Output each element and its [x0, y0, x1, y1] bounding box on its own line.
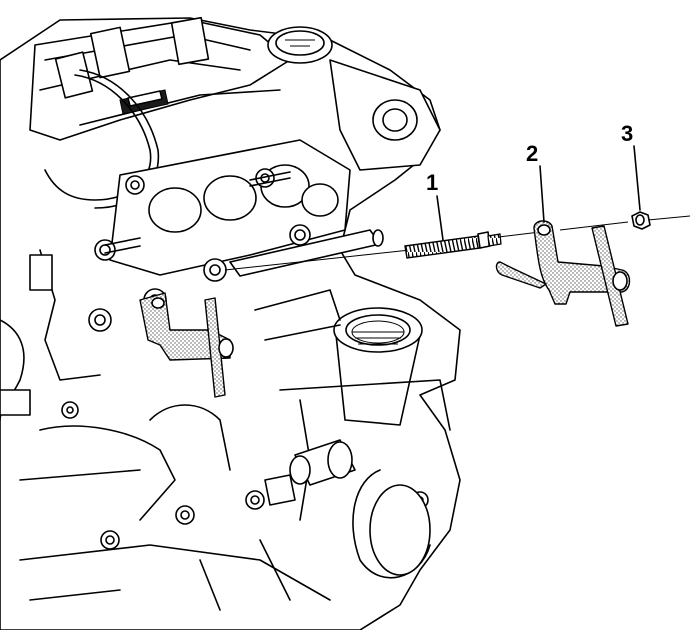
installed-bracket	[139, 292, 234, 398]
callout-3-leader	[633, 145, 641, 211]
thermostat-housing	[333, 307, 423, 426]
alignment-line	[224, 249, 411, 271]
callout-number-3: 3	[621, 121, 634, 146]
bracket	[495, 220, 631, 327]
callout-number-2: 2	[526, 141, 539, 166]
intake-ports	[109, 139, 351, 276]
callout-number-1: 1	[426, 170, 439, 195]
alignment-line-3	[559, 221, 629, 231]
callout-1-leader	[436, 195, 444, 241]
hose-fitting	[264, 439, 356, 506]
nut	[631, 211, 651, 230]
callout-2-leader	[539, 165, 545, 223]
engine-block	[0, 16, 461, 630]
alignment-line-4	[647, 215, 691, 221]
stud	[404, 231, 502, 259]
